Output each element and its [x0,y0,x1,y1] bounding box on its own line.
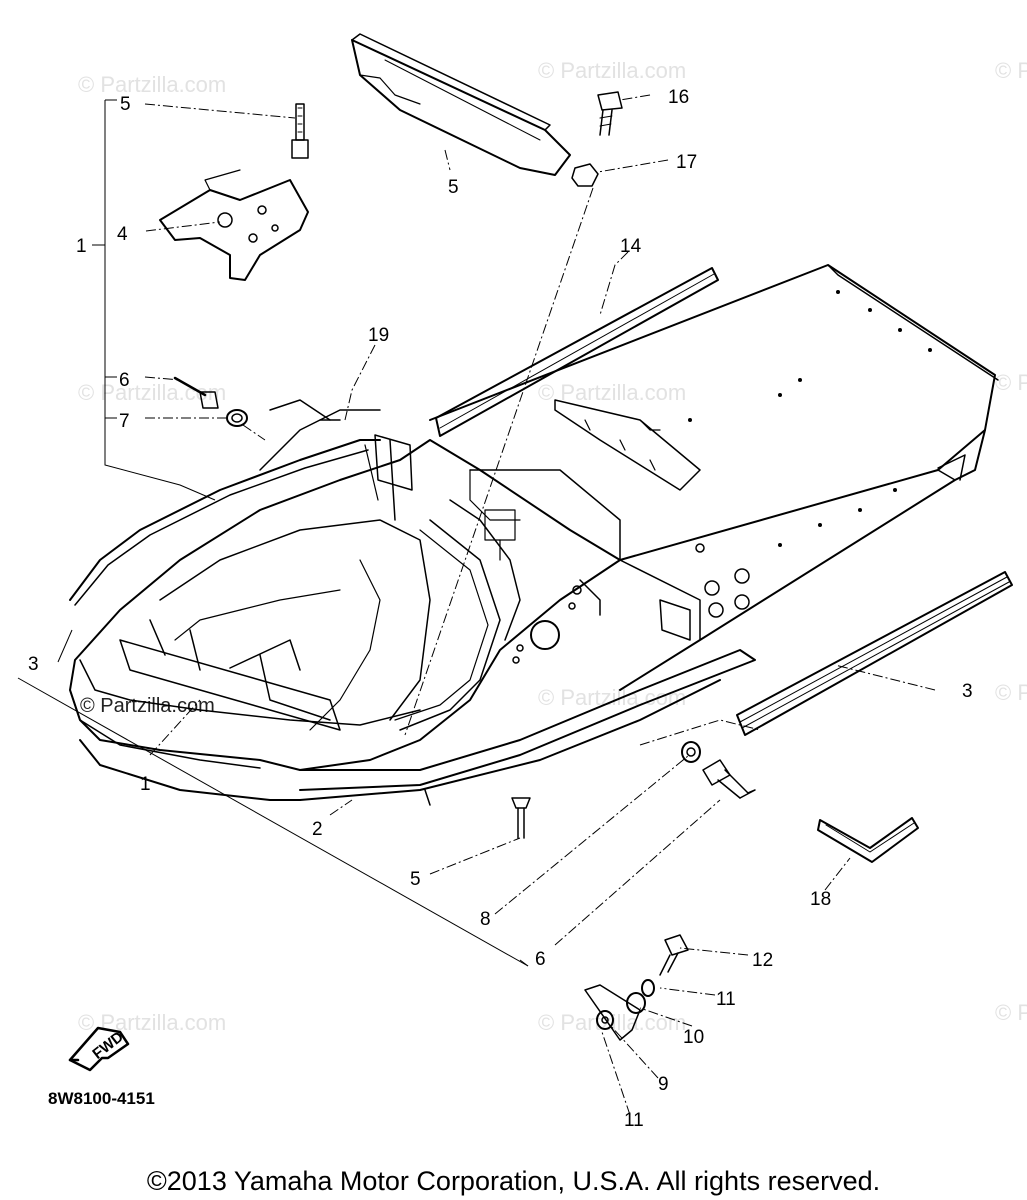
callout-6-bottom: 6 [535,949,546,970]
part-4-bracket [159,169,309,281]
callout-3-right: 3 [962,681,973,702]
watermark-2: © Partzilla.com [538,58,686,83]
part-19-rail [69,399,381,606]
watermark-5: © Partzilla.com [538,380,686,405]
callout-16: 16 [668,87,689,108]
watermark-7: © Partzilla.com [538,685,686,710]
part-5-seat-plate [351,33,571,176]
watermark-8: © Partzilla.com [995,680,1027,705]
callout-10: 10 [683,1027,704,1048]
part-5-rivet-bottom [511,797,531,839]
part-6-bolt-bottom [702,759,756,799]
part-3-right-runner [736,571,1013,736]
callout-19: 19 [368,325,389,346]
callout-11-a: 11 [716,989,736,1010]
callout-1-bottom: 1 [140,774,151,795]
watermark-11: © Partzilla.com [995,1000,1027,1025]
callout-4: 4 [117,224,128,245]
part-6-bolt-top [173,376,219,409]
part-7-grommet [226,409,248,427]
frame-body [69,264,999,801]
callout-18: 18 [810,889,831,910]
watermarks: © Partzilla.com © Partzilla.com © Partzi… [78,58,1027,1035]
callout-5-bottom: 5 [410,869,421,890]
watermark-9: © Partzilla.com [78,1010,226,1035]
part-18-hex-key [817,817,919,863]
tunnel-rivets [688,290,932,547]
callout-1-bracket: 1 [76,236,87,257]
diagram-code: 8W8100-4151 [48,1089,155,1108]
callout-17: 17 [676,152,697,173]
callout-6-top: 6 [119,370,130,391]
callout-5-seat: 5 [448,177,459,198]
part-8-washer [681,741,701,763]
callout-9: 9 [658,1074,669,1095]
callout-7: 7 [119,411,130,432]
part-2-rail [299,649,756,806]
callout-5-top: 5 [120,94,131,115]
callout-8: 8 [480,909,491,930]
part-17-nut [571,163,599,187]
part-16-bolt [597,91,623,136]
callout-3-left: 3 [28,654,39,675]
callout-12: 12 [752,950,773,971]
watermark-3: © Partzilla.com [995,58,1027,83]
callout-14: 14 [620,236,642,257]
leader-lines [17,94,936,1116]
part-14-strip [435,267,719,437]
callouts: 5 4 1 6 7 5 16 17 14 19 3 3 1 2 5 8 6 18… [28,87,973,1131]
watermark-6: © Partzilla.com [995,370,1027,395]
part-5-bolt [291,103,309,159]
fastener-group [584,934,689,1041]
callout-2: 2 [312,819,323,840]
watermark-1: © Partzilla.com [78,72,226,97]
copyright-notice: ©2013 Yamaha Motor Corporation, U.S.A. A… [146,1166,881,1196]
callout-11-b: 11 [624,1110,644,1131]
watermark-dark: © Partzilla.com [80,695,215,717]
fwd-arrow [68,1026,130,1072]
